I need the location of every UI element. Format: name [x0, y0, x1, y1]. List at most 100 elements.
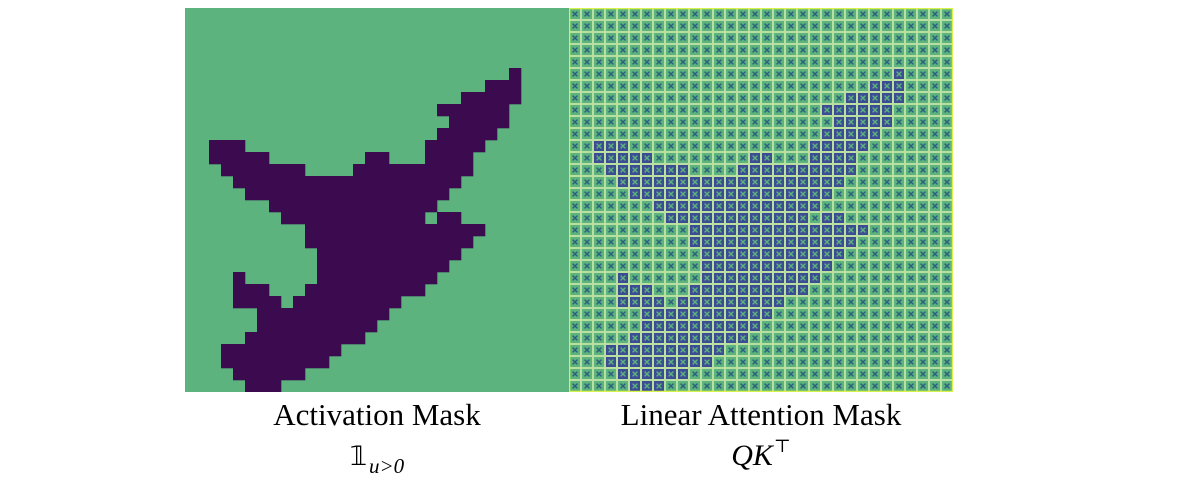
attention-tile: [774, 9, 784, 19]
attention-tile-active: [678, 357, 688, 367]
attention-tile: [666, 117, 676, 127]
attention-tile: [582, 369, 592, 379]
active-cell: [281, 212, 294, 225]
attention-tile: [642, 129, 652, 139]
attention-tile: [618, 213, 628, 223]
attention-tile-active: [774, 237, 784, 247]
attention-tile: [594, 165, 604, 175]
attention-tile: [918, 297, 928, 307]
attention-tile-active: [774, 201, 784, 211]
attention-tile-active: [762, 153, 772, 163]
attention-tile-active: [690, 333, 700, 343]
attention-tile: [750, 141, 760, 151]
attention-tile-active: [678, 213, 688, 223]
attention-tile-active: [618, 153, 628, 163]
attention-tile: [942, 9, 952, 19]
active-cell: [269, 368, 282, 381]
attention-tile: [906, 33, 916, 43]
attention-tile-active: [774, 297, 784, 307]
attention-tile-active: [822, 153, 832, 163]
active-cell: [233, 272, 246, 285]
attention-tile-active: [678, 297, 688, 307]
attention-tile: [582, 45, 592, 55]
active-cell: [269, 380, 282, 392]
attention-tile-active: [690, 345, 700, 355]
attention-tile-active: [894, 93, 904, 103]
attention-tile: [942, 33, 952, 43]
attention-tile: [582, 273, 592, 283]
attention-tile: [930, 45, 940, 55]
attention-tile: [738, 45, 748, 55]
attention-tile: [870, 153, 880, 163]
attention-tile-active: [834, 213, 844, 223]
attention-tile: [882, 225, 892, 235]
attention-tile: [714, 45, 724, 55]
attention-tile: [582, 213, 592, 223]
attention-tile: [822, 285, 832, 295]
attention-tile-active: [606, 345, 616, 355]
attention-tile: [606, 333, 616, 343]
attention-tile: [942, 69, 952, 79]
active-cell: [425, 260, 438, 273]
attention-tile: [846, 381, 856, 391]
attention-tile-active: [702, 309, 712, 319]
attention-tile: [786, 129, 796, 139]
attention-tile: [666, 297, 676, 307]
active-cell: [329, 188, 342, 201]
attention-tile: [834, 9, 844, 19]
attention-tile: [930, 57, 940, 67]
active-cell: [353, 320, 366, 333]
attention-tile-active: [882, 93, 892, 103]
active-cell: [437, 236, 450, 249]
active-cell: [437, 248, 450, 261]
attention-tile: [690, 93, 700, 103]
attention-tile: [906, 357, 916, 367]
active-cell: [389, 296, 402, 309]
attention-tile: [762, 321, 772, 331]
attention-tile-active: [714, 297, 724, 307]
attention-tile: [666, 93, 676, 103]
attention-tile: [942, 261, 952, 271]
attention-tile: [774, 369, 784, 379]
active-cell: [245, 344, 258, 357]
attention-tile: [846, 297, 856, 307]
attention-tile-active: [666, 321, 676, 331]
active-cell: [257, 320, 270, 333]
attention-tile: [582, 225, 592, 235]
attention-tile-active: [666, 165, 676, 175]
attention-tile: [774, 141, 784, 151]
attention-tile: [870, 225, 880, 235]
attention-tile: [822, 297, 832, 307]
attention-tile: [810, 45, 820, 55]
attention-tile: [774, 69, 784, 79]
attention-tile-active: [594, 141, 604, 151]
attention-tile-active: [822, 225, 832, 235]
active-cell: [461, 116, 474, 129]
active-cell: [305, 212, 318, 225]
attention-tile: [894, 165, 904, 175]
attention-tile: [618, 261, 628, 271]
attention-tile: [894, 273, 904, 283]
attention-tile: [750, 45, 760, 55]
active-cell: [437, 260, 450, 273]
attention-tile: [894, 309, 904, 319]
attention-tile: [918, 213, 928, 223]
attention-tile: [870, 57, 880, 67]
active-cell: [269, 176, 282, 189]
attention-tile: [738, 381, 748, 391]
attention-tile: [582, 345, 592, 355]
attention-tile: [858, 357, 868, 367]
attention-tile: [906, 333, 916, 343]
active-cell: [353, 332, 366, 345]
attention-tile-active: [654, 381, 664, 391]
attention-tile: [690, 165, 700, 175]
active-cell: [317, 344, 330, 357]
active-cell: [305, 320, 318, 333]
active-cell: [257, 344, 270, 357]
attention-tile: [702, 129, 712, 139]
attention-tile-active: [846, 117, 856, 127]
attention-tile-active: [894, 81, 904, 91]
attention-tile: [810, 381, 820, 391]
attention-tile: [834, 333, 844, 343]
attention-tile: [906, 225, 916, 235]
